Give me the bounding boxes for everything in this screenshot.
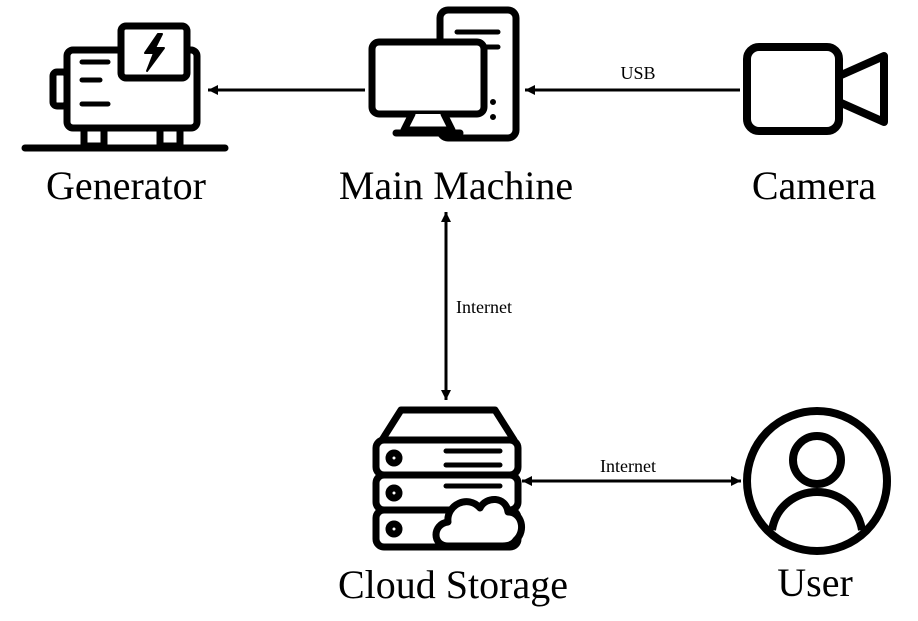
edge-label-internet-horizontal: Internet (600, 456, 656, 476)
node-label-user: User (777, 560, 853, 605)
edge-label-internet-vertical: Internet (456, 297, 512, 317)
video-camera-icon (743, 43, 888, 135)
node-label-cloud-storage: Cloud Storage (338, 562, 568, 607)
node-label-camera: Camera (752, 163, 877, 208)
node-label-generator: Generator (46, 163, 206, 208)
generator-icon (21, 22, 229, 152)
desktop-computer-icon (368, 6, 520, 142)
user-circle-icon (743, 407, 891, 555)
edge-label-usb: USB (620, 63, 655, 83)
server-cloud-icon (372, 406, 526, 551)
node-label-main-machine: Main Machine (339, 163, 573, 208)
